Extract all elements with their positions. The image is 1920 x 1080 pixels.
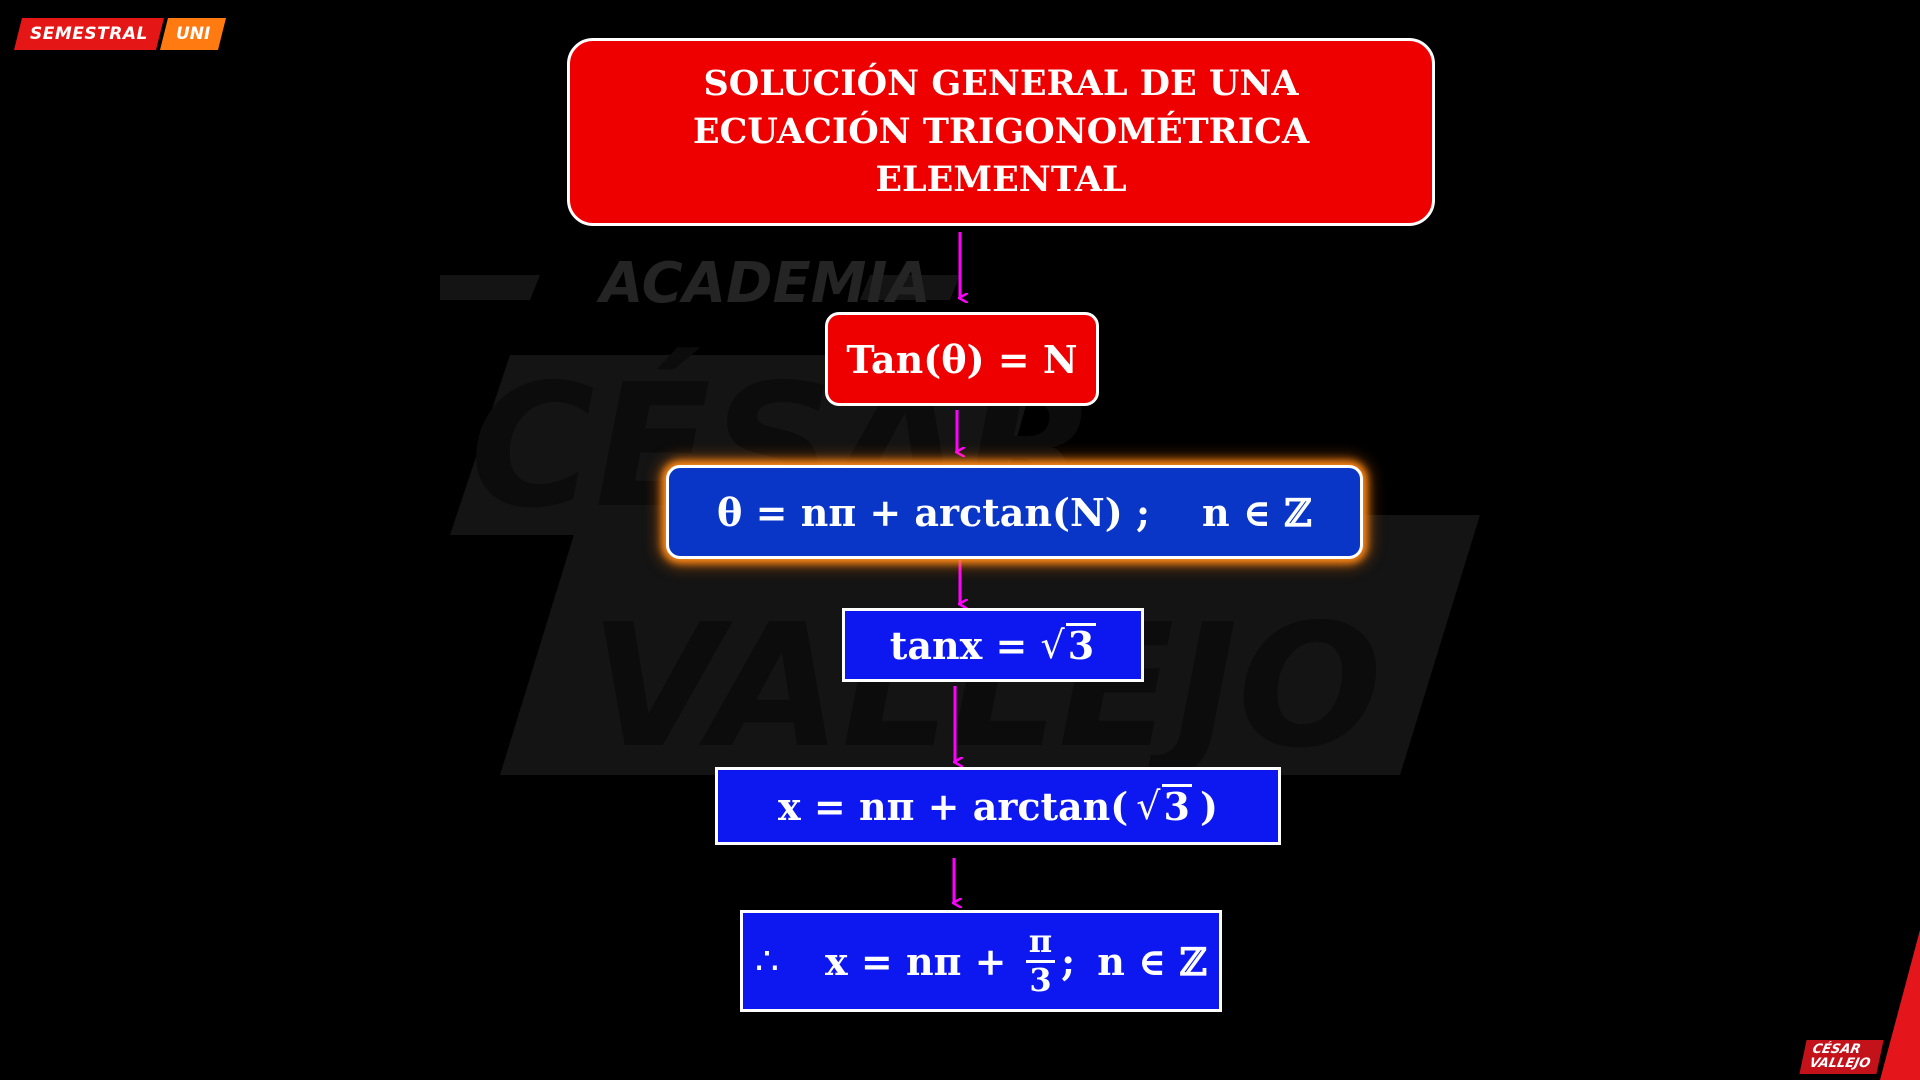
therefore-symbol: ∴ [754, 939, 780, 983]
fraction-denominator: 3 [1029, 960, 1052, 999]
final-separator: ; [1061, 938, 1076, 984]
x-general-rhs: ) [1199, 783, 1218, 829]
general-solution-domain: n ∈ ℤ [1201, 489, 1312, 535]
title-line-2: ECUACIÓN TRIGONOMÉTRICA ELEMENTAL [692, 111, 1310, 200]
radicand: 3 [1161, 784, 1192, 829]
final-domain: n ∈ ℤ [1097, 938, 1208, 984]
title-box: SOLUCIÓN GENERAL DE UNA ECUACIÓN TRIGONO… [567, 38, 1435, 226]
radical-sign: √ [1136, 784, 1161, 828]
sqrt-three: √ 3 [1136, 784, 1192, 828]
tan-equation-box: Tan(θ) = N [825, 312, 1099, 406]
final-solution-box: ∴ x = nπ + π 3 ; n ∈ ℤ [740, 910, 1222, 1012]
radical-sign: √ [1040, 623, 1065, 667]
x-general-box: x = nπ + arctan( √ 3 ) [715, 767, 1281, 845]
pi-over-three: π 3 [1025, 924, 1056, 999]
tanx-lhs: tanx = [889, 622, 1041, 668]
tanx-equation-box: tanx = √ 3 [842, 608, 1144, 682]
general-solution-box: θ = nπ + arctan(N) ; n ∈ ℤ [666, 465, 1363, 559]
general-solution-formula: θ = nπ + arctan(N) ; [717, 489, 1150, 535]
fraction-numerator: π [1025, 924, 1056, 963]
radicand: 3 [1065, 623, 1097, 668]
tan-equation-text: Tan(θ) = N [846, 336, 1078, 382]
title-line-1: SOLUCIÓN GENERAL DE UNA [703, 63, 1299, 104]
final-lhs: x = nπ + [825, 938, 1020, 984]
sqrt-three: √ 3 [1041, 623, 1097, 667]
x-general-lhs: x = nπ + arctan( [778, 783, 1129, 829]
cesar-vallejo-logo: CÉSAR VALLEJO [1799, 1040, 1884, 1074]
